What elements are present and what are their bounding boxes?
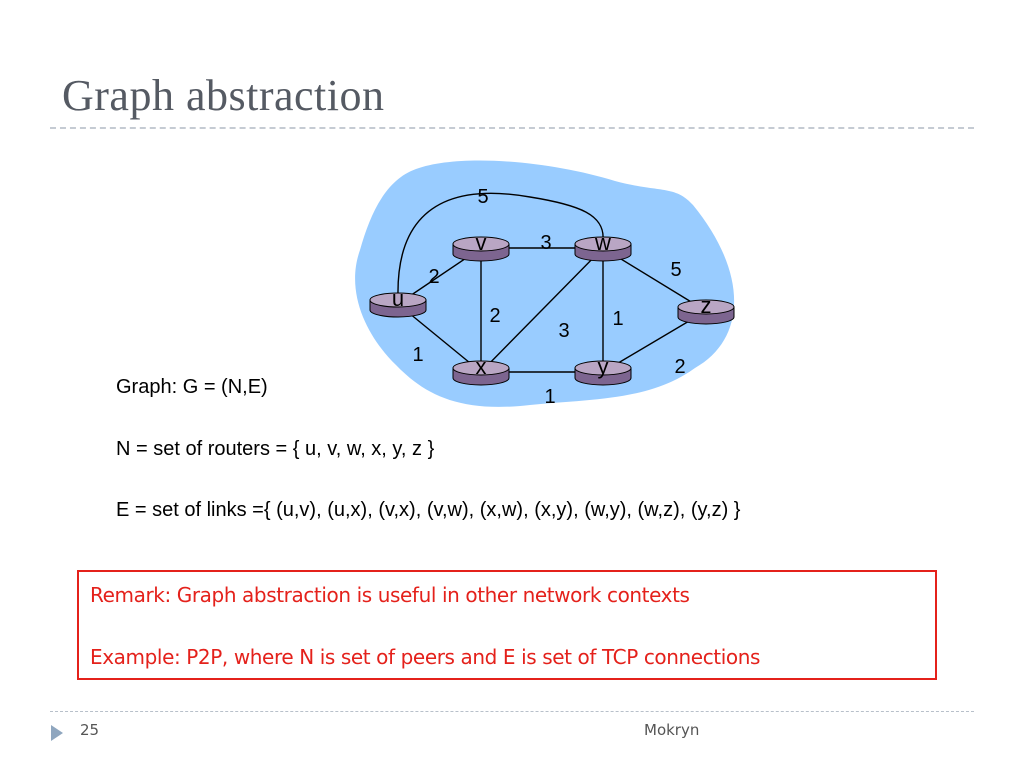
router-y: y bbox=[574, 354, 632, 386]
example-text: Example: P2P, where N is set of peers an… bbox=[90, 645, 761, 669]
link-weight-u-w: 5 bbox=[477, 186, 488, 208]
router-v: v bbox=[452, 230, 510, 262]
link-weight-x-w: 3 bbox=[558, 320, 569, 342]
link-weight-y-z: 2 bbox=[674, 356, 685, 378]
link-weight-u-v: 2 bbox=[428, 266, 439, 288]
router-top bbox=[574, 360, 632, 376]
link-weight-w-y: 1 bbox=[612, 308, 623, 330]
router-top bbox=[574, 236, 632, 252]
graph-definition: Graph: G = (N,E) bbox=[116, 376, 268, 398]
router-z: z bbox=[677, 293, 735, 325]
link-weight-v-w: 3 bbox=[540, 232, 551, 254]
link-weight-x-y: 1 bbox=[544, 386, 555, 408]
router-label: y bbox=[598, 354, 609, 379]
link-weight-w-z: 5 bbox=[670, 259, 681, 281]
router-label: w bbox=[594, 230, 611, 255]
remark-box: Remark: Graph abstraction is useful in o… bbox=[77, 570, 937, 680]
link-x-w bbox=[480, 247, 604, 373]
node-set-definition: N = set of routers = { u, v, w, x, y, z … bbox=[116, 438, 435, 460]
router-u: u bbox=[369, 286, 427, 318]
router-top bbox=[452, 360, 510, 376]
router-top bbox=[369, 292, 427, 308]
play-arrow-icon bbox=[51, 725, 63, 741]
router-label: u bbox=[392, 286, 404, 311]
page-number: 25 bbox=[80, 721, 100, 739]
router-top bbox=[677, 299, 735, 315]
router-label: v bbox=[476, 230, 487, 255]
network-graph: 2 1 5 3 2 3 1 1 5 2 u v w x y z bbox=[355, 160, 735, 408]
remark-text: Remark: Graph abstraction is useful in o… bbox=[90, 583, 690, 607]
link-u-w bbox=[397, 192, 604, 297]
edge-set-definition: E = set of links ={ (u,v), (u,x), (v,x),… bbox=[116, 499, 741, 521]
router-label: z bbox=[701, 293, 712, 318]
network-cloud bbox=[355, 160, 735, 407]
router-label: x bbox=[476, 354, 487, 379]
link-weight-u-x: 1 bbox=[412, 344, 423, 366]
author-name: Mokryn bbox=[644, 721, 700, 739]
title-divider bbox=[50, 127, 974, 129]
link-weight-v-x: 2 bbox=[489, 305, 500, 327]
router-top bbox=[452, 236, 510, 252]
router-w: w bbox=[574, 230, 632, 262]
footer-divider bbox=[50, 711, 974, 712]
slide-title: Graph abstraction bbox=[62, 71, 385, 120]
router-x: x bbox=[452, 354, 510, 386]
